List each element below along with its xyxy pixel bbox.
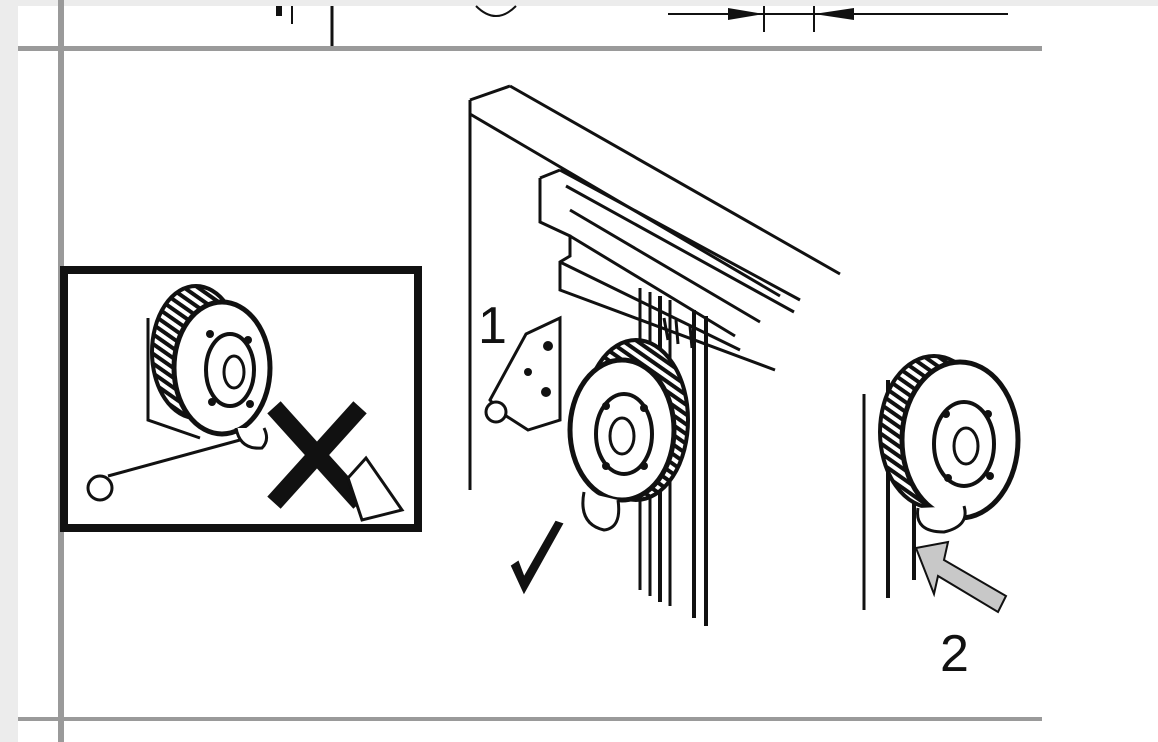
cross-icon <box>267 401 367 509</box>
adjuster-knob <box>581 491 621 532</box>
checkmark-icon <box>510 520 564 595</box>
mounting-bracket <box>484 315 562 432</box>
previous-step-fragment <box>276 5 1008 46</box>
roller-wheel <box>146 284 273 440</box>
wrong-method-panel <box>60 266 422 532</box>
table-top-rule <box>18 46 1042 51</box>
adjuster-knob <box>916 505 967 534</box>
push-direction-arrow <box>914 540 1008 614</box>
page-left-gutter <box>0 0 18 742</box>
step-1-label: 1 <box>478 297 507 355</box>
page-top-edge <box>0 0 1158 6</box>
wrong-direction-arrow <box>346 455 405 522</box>
table-bottom-rule <box>18 717 1042 721</box>
roller-wheel <box>878 354 1021 521</box>
roller-wheel <box>567 338 690 503</box>
step-2-label: 2 <box>940 625 969 683</box>
